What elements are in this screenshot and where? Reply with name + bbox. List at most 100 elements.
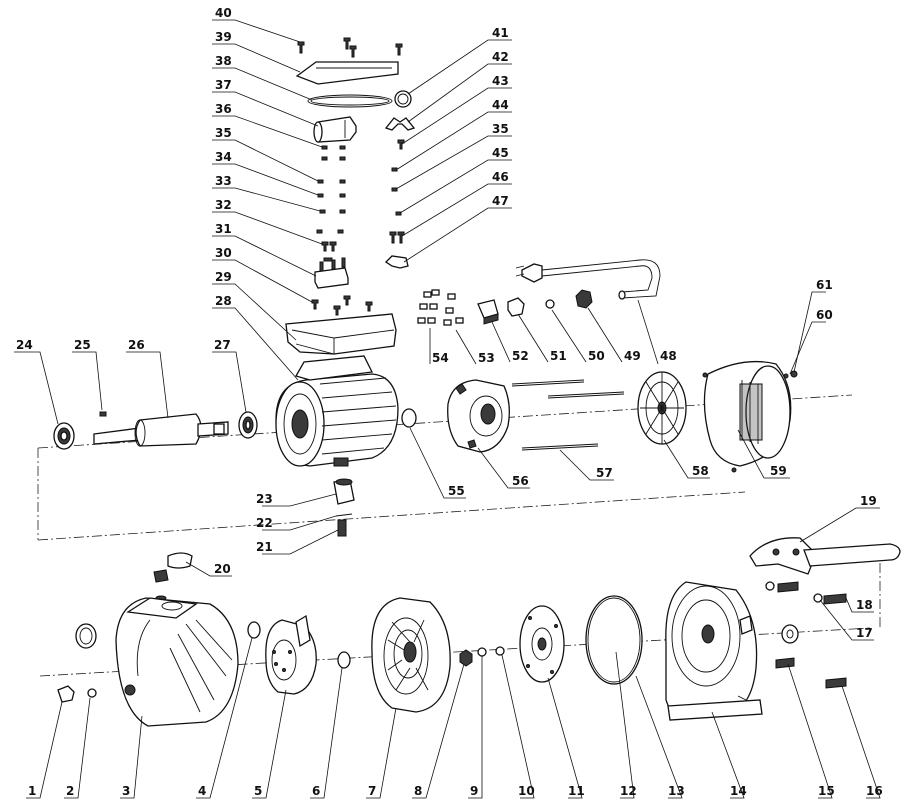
cable-connectors (417, 289, 464, 326)
callout-35-left: 35 (215, 126, 232, 140)
callout-51: 51 (550, 349, 567, 363)
callout-17: 17 (856, 626, 873, 640)
terminal-nuts-left (316, 145, 346, 234)
capacitor (313, 116, 357, 143)
shaft-key (99, 411, 107, 417)
callout-12: 12 (620, 784, 637, 798)
venturi (265, 614, 317, 695)
callout-29: 29 (215, 270, 232, 284)
callout-labels: 40 39 38 37 36 35 34 33 32 31 30 29 28 4… (16, 6, 883, 798)
callout-58: 58 (692, 464, 709, 478)
impeller-nut (459, 649, 473, 667)
tie-rods (511, 379, 625, 451)
callout-22: 22 (256, 516, 273, 530)
rotor-shaft (93, 413, 229, 447)
callout-60: 60 (816, 308, 833, 322)
callout-28: 28 (215, 294, 232, 308)
callout-56: 56 (512, 474, 529, 488)
power-cable (515, 259, 661, 300)
drain-plug (153, 552, 193, 601)
front-bearing (53, 422, 75, 450)
callout-25: 25 (74, 338, 91, 352)
terminal-cover-assembly (285, 37, 416, 355)
callout-4: 4 (198, 784, 206, 798)
callout-20: 20 (214, 562, 231, 576)
callout-26: 26 (128, 338, 145, 352)
foot-bolt (825, 677, 847, 689)
callout-40: 40 (215, 6, 232, 20)
gland-insert (507, 297, 525, 317)
callout-21: 21 (256, 540, 273, 554)
callout-3: 3 (122, 784, 130, 798)
callout-5: 5 (254, 784, 262, 798)
cable-clip (384, 255, 409, 269)
rear-end-shield (447, 379, 510, 453)
cover-gasket (307, 94, 393, 108)
callout-59: 59 (770, 464, 787, 478)
venturi-o-ring (337, 651, 351, 669)
callout-19: 19 (860, 494, 877, 508)
earth-screws (389, 231, 405, 244)
callout-43: 43 (492, 74, 509, 88)
base-washer (781, 624, 799, 644)
callout-52: 52 (512, 349, 529, 363)
housing-o-ring (585, 595, 643, 685)
callout-49: 49 (624, 349, 641, 363)
stud-bolt (337, 519, 347, 537)
cover-screws (297, 37, 403, 58)
callout-1: 1 (28, 784, 36, 798)
terminal-base-screws (311, 295, 373, 316)
carry-handle (749, 537, 901, 593)
callout-54: 54 (432, 351, 449, 365)
motor-o-ring (401, 408, 417, 428)
callout-37: 37 (215, 78, 232, 92)
callout-42: 42 (492, 50, 509, 64)
motor-housing (275, 355, 399, 467)
callout-18: 18 (856, 598, 873, 612)
callout-16: 16 (866, 784, 883, 798)
cable-clamp (384, 117, 416, 131)
callout-10: 10 (518, 784, 535, 798)
terminal-box-cover (295, 61, 399, 85)
motor-assembly (53, 355, 798, 473)
filler-washer (87, 688, 97, 698)
rear-bearing (238, 411, 258, 439)
callout-24: 24 (16, 338, 33, 352)
callout-38: 38 (215, 54, 232, 68)
callout-39: 39 (215, 30, 232, 44)
callout-36: 36 (215, 102, 232, 116)
callout-55: 55 (448, 484, 465, 498)
callout-6: 6 (312, 784, 320, 798)
callout-31: 31 (215, 222, 232, 236)
spring-washer (335, 513, 353, 517)
callout-32: 32 (215, 198, 232, 212)
spring-washer-small (477, 647, 487, 657)
impeller (519, 605, 565, 683)
callout-44: 44 (492, 98, 509, 112)
terminal-nuts-right (391, 139, 405, 216)
cooling-fan (637, 371, 687, 445)
fan-cover-washer (783, 373, 789, 379)
electrical-parts (417, 289, 593, 326)
cable-gland-ring (394, 90, 412, 108)
body-o-ring (247, 621, 261, 639)
seal-housing (665, 581, 763, 721)
rubber-bush (333, 478, 355, 505)
callout-9: 9 (470, 784, 478, 798)
callout-7: 7 (368, 784, 376, 798)
callout-33: 33 (215, 174, 232, 188)
pump-head-assembly (57, 537, 901, 727)
gland-washer (545, 299, 555, 309)
callout-11: 11 (568, 784, 585, 798)
callout-61: 61 (816, 278, 833, 292)
callout-34: 34 (215, 150, 232, 164)
terminal-block (314, 257, 349, 289)
cable-gland-nut (575, 289, 593, 309)
terminal-screws (321, 241, 337, 262)
callout-50: 50 (588, 349, 605, 363)
impeller-housing (371, 597, 451, 713)
callout-23: 23 (256, 492, 273, 506)
terminal-box-base (285, 313, 397, 355)
